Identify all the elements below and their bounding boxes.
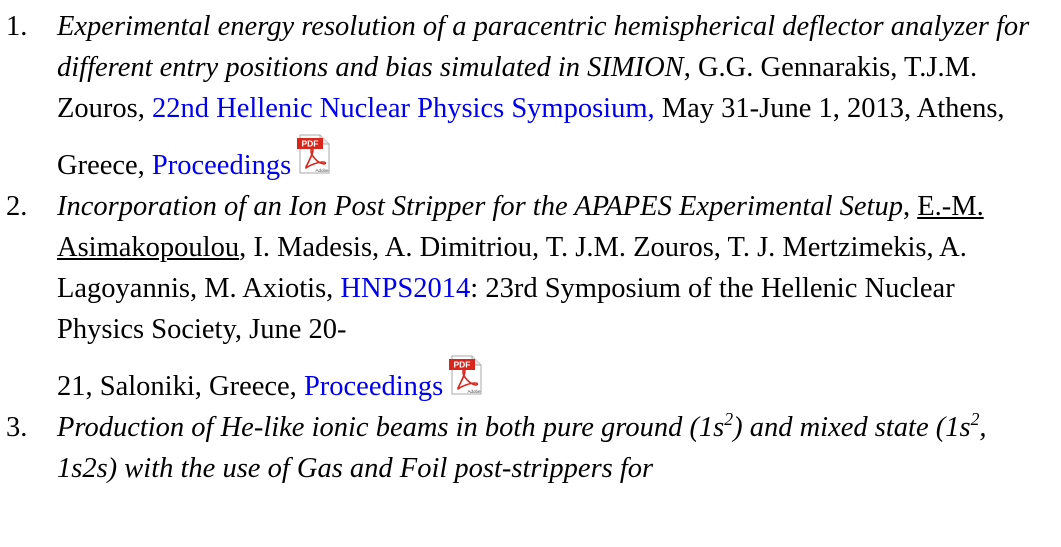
proceedings-line: 21, Saloniki, Greece, Proceedings PDF Ad… <box>57 355 1041 407</box>
publication-item: 2. Incorporation of an Ion Post Stripper… <box>0 186 1061 407</box>
separator: , <box>902 191 918 222</box>
publication-item: 3. Production of He-like ionic beams in … <box>0 407 1061 489</box>
proceedings-link[interactable]: Proceedings <box>303 371 444 402</box>
publication-location: 21, Saloniki, Greece, <box>57 371 304 402</box>
publication-item: 1. Experimental energy resolution of a p… <box>0 6 1061 186</box>
highlighted-author: E.-M. Asimakopoulou <box>57 191 984 263</box>
pdf-brand-text: Adobe <box>316 168 330 173</box>
publication-number: 1. <box>6 11 28 42</box>
adobe-pdf-icon: PDF Adobe <box>449 355 482 395</box>
publication-title: Incorporation of an Ion Post Stripper fo… <box>57 191 903 222</box>
publication-number: 3. <box>6 412 28 443</box>
proceedings-line: Greece, Proceedings PDF Adobe <box>57 134 1041 186</box>
publication-title: Production of He-like ionic beams in bot… <box>57 409 987 484</box>
publication-location: Greece, <box>57 150 152 181</box>
pdf-icon[interactable]: PDF Adobe <box>297 134 331 174</box>
publication-details: May 31-June 1, 2013, Athens, <box>654 93 1005 124</box>
superscript: 2 <box>724 409 734 430</box>
publication-number: 2. <box>6 191 28 222</box>
pdf-icon[interactable]: PDF Adobe <box>449 355 483 395</box>
publication-title: Experimental energy resolution of a para… <box>57 11 1030 83</box>
publication-authors: , I. Madesis, A. Dimitriou, T. J.M. Zour… <box>57 232 967 304</box>
title-part: , 1s2s) with the use of Gas and Foil pos… <box>57 412 987 484</box>
separator: , <box>683 52 698 83</box>
superscript: 2 <box>970 409 980 430</box>
publication-details: : 23rd Symposium of the Hellenic Nuclear… <box>57 273 955 345</box>
publication-list: 1. Experimental energy resolution of a p… <box>0 6 1061 489</box>
title-part: ) and mixed state (1s <box>733 412 971 443</box>
publication-authors: G.G. Gennarakis, T.J.M. Zouros, <box>57 52 978 124</box>
pdf-badge-text: PDF <box>302 139 319 149</box>
proceedings-link[interactable]: Proceedings <box>151 150 292 181</box>
adobe-pdf-icon: PDF Adobe <box>297 134 330 174</box>
venue-link[interactable]: 22nd Hellenic Nuclear Physics Symposium, <box>152 93 655 124</box>
venue-link[interactable]: HNPS2014 <box>340 273 471 304</box>
title-part: Production of He-like ionic beams in bot… <box>57 412 725 443</box>
pdf-brand-text: Adobe <box>468 389 482 394</box>
pdf-badge-text: PDF <box>454 360 471 370</box>
